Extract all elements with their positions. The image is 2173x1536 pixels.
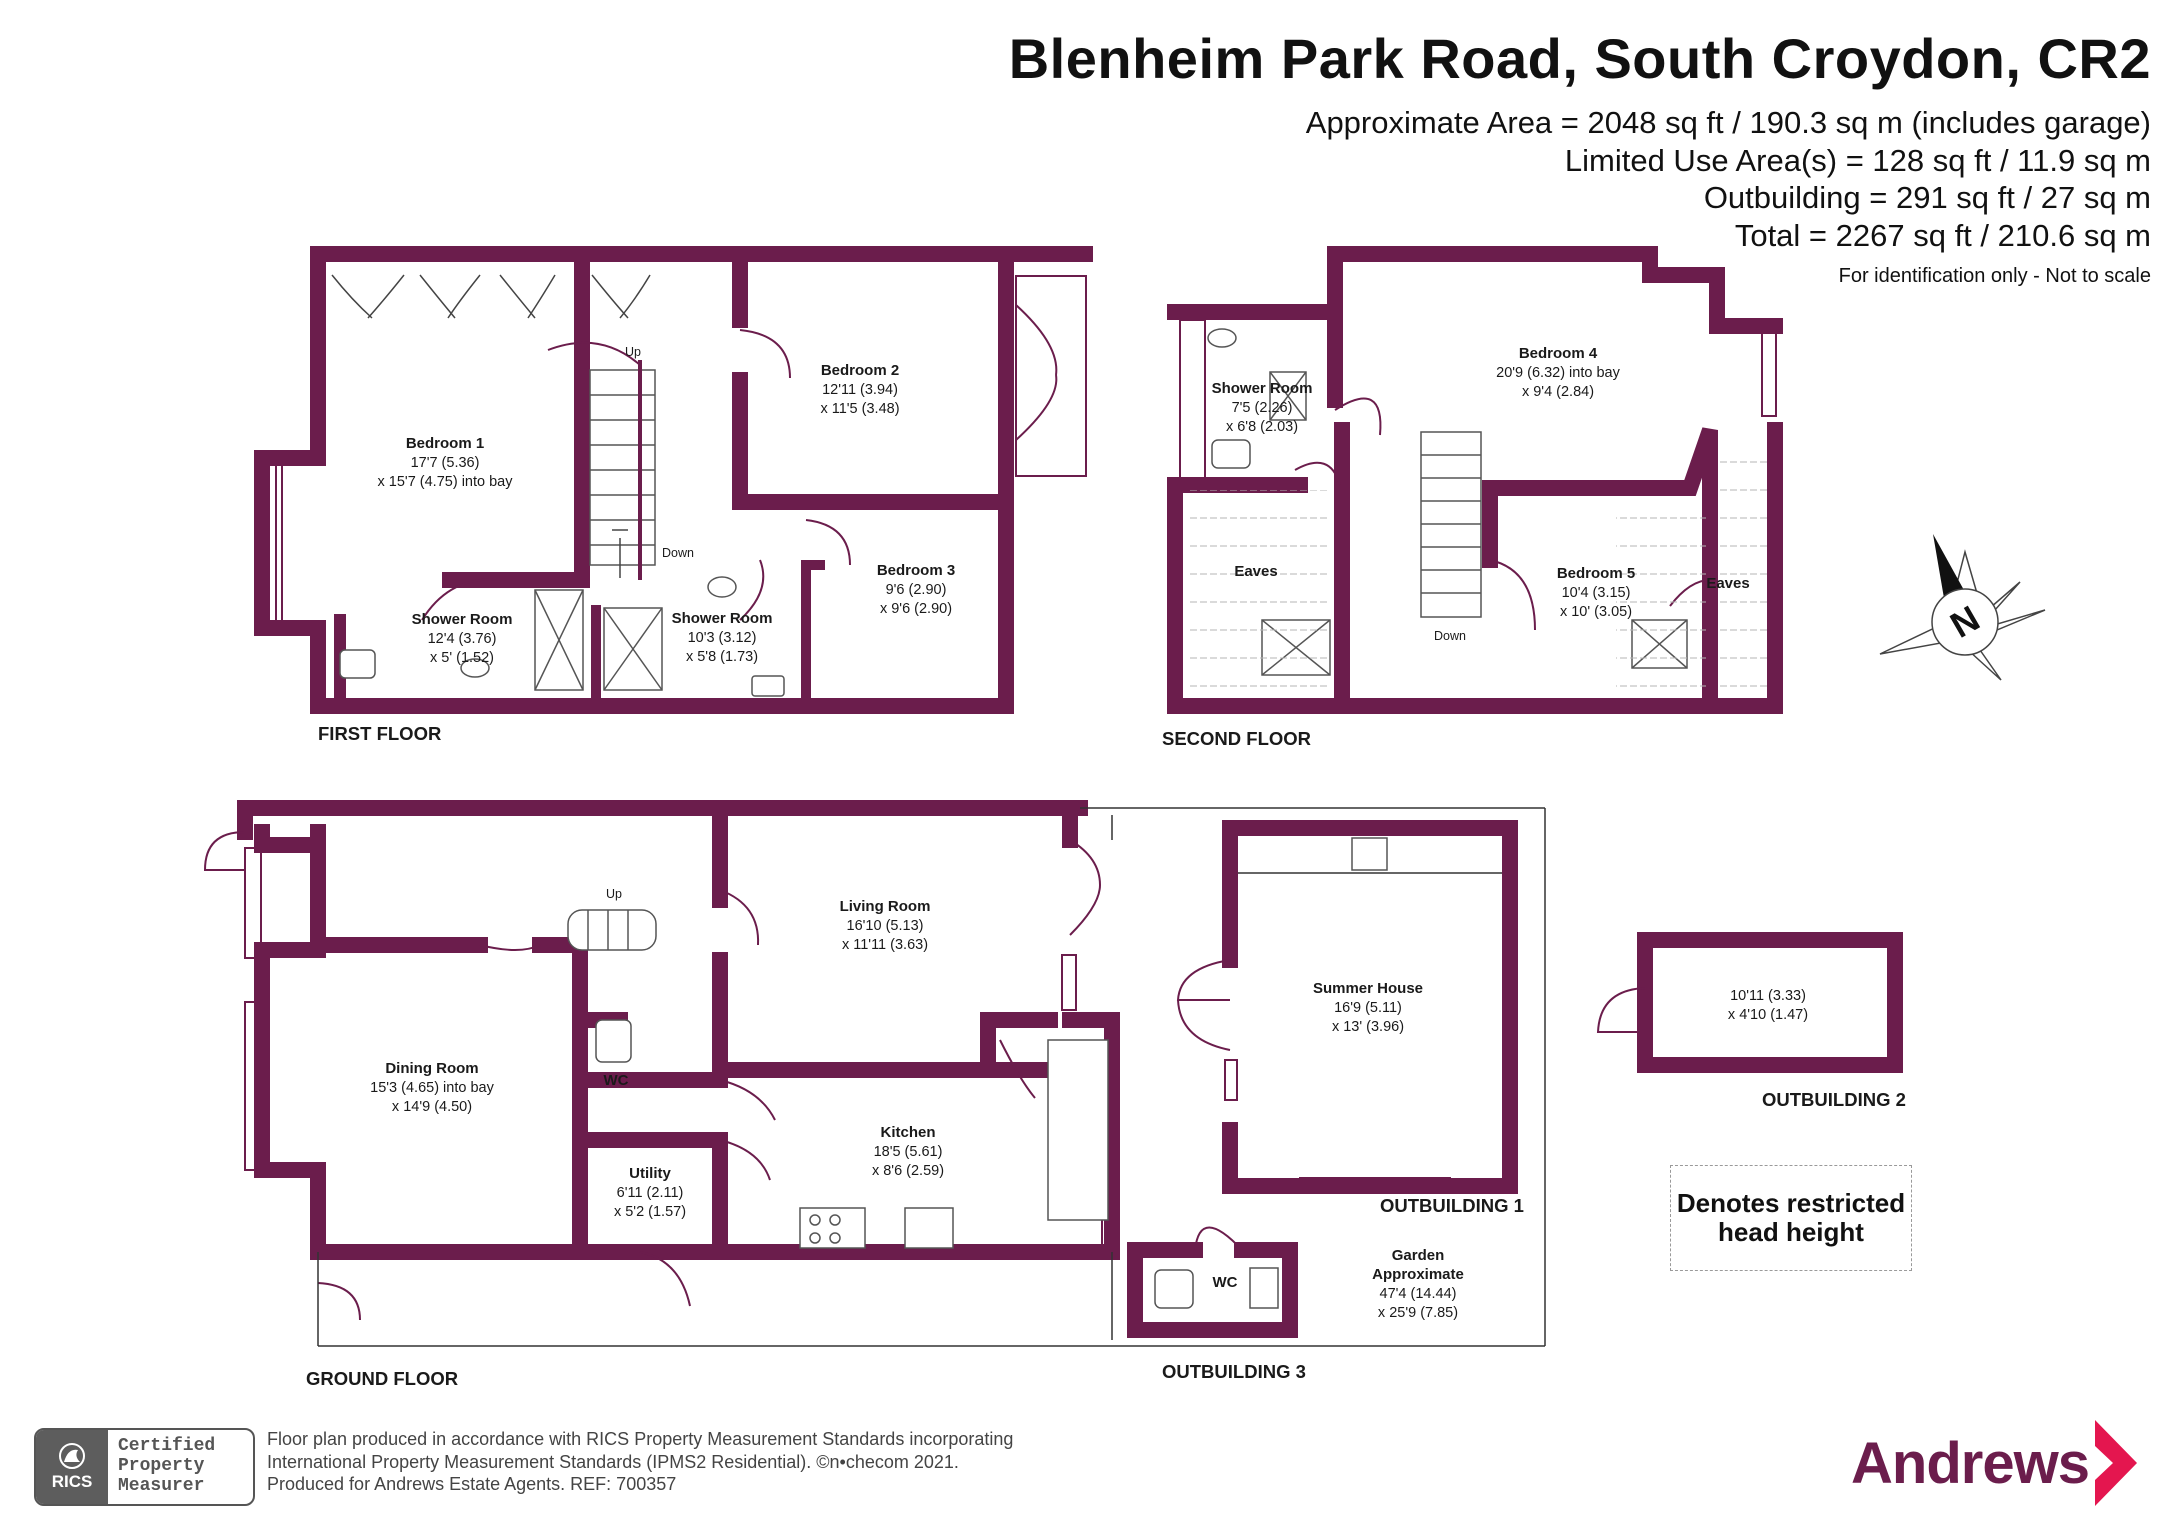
legend-restricted-height: Denotes restricted head height (1670, 1165, 1912, 1271)
first-floor (254, 246, 1093, 714)
second-bedroom4-name: Bedroom 4 (1519, 345, 1598, 362)
garden-name2: Approximate (1372, 1266, 1464, 1283)
second-eaves-right: Eaves (1706, 575, 1749, 592)
second-shower-dim1: 7'5 (2.26) (1232, 400, 1293, 416)
outbuilding3-label: OUTBUILDING 3 (1162, 1361, 1306, 1382)
outbuilding2-label: OUTBUILDING 2 (1762, 1089, 1906, 1110)
second-floor-label: SECOND FLOOR (1162, 728, 1311, 749)
first-stairs-down: Down (662, 546, 694, 560)
ground-kitchen-name: Kitchen (880, 1124, 935, 1141)
second-stairs-down: Down (1434, 629, 1466, 643)
second-eaves-left: Eaves (1234, 563, 1277, 580)
rics-logo-icon: RICS (36, 1430, 108, 1504)
second-bedroom4-dim2: x 9'4 (2.84) (1522, 384, 1594, 400)
rics-badge: RICS Certified Property Measurer (34, 1428, 255, 1506)
logo-text: Andrews (1851, 1430, 2090, 1496)
second-bedroom4-dim1: 20'9 (6.32) into bay (1496, 365, 1620, 381)
ground-stairs-up: Up (606, 887, 622, 901)
outbuilding1-label: OUTBUILDING 1 (1380, 1195, 1524, 1216)
garden-dim1: 47'4 (14.44) (1380, 1286, 1457, 1302)
first-bedroom1-dim1: 17'7 (5.36) (411, 455, 480, 471)
summer-house-dim2: x 13' (3.96) (1332, 1019, 1404, 1035)
first-shower2-dim2: x 5'8 (1.73) (686, 649, 758, 665)
ground-floor-label: GROUND FLOOR (306, 1368, 458, 1389)
rics-label: RICS (51, 1472, 93, 1491)
compass-icon: N (1879, 534, 2046, 681)
first-bedroom2-dim1: 12'11 (3.94) (822, 382, 898, 398)
first-shower1-name: Shower Room (412, 611, 513, 628)
badge-line-2: Property (118, 1456, 205, 1476)
property-title: Blenheim Park Road, South Croydon, CR2 (1008, 27, 2151, 90)
footer-line-1: Floor plan produced in accordance with R… (267, 1429, 1014, 1449)
second-floor (1167, 246, 1783, 714)
ground-dining-name: Dining Room (385, 1060, 478, 1077)
first-shower2-name: Shower Room (672, 610, 773, 627)
outbuilding3 (1127, 1242, 1298, 1338)
summer-house-name: Summer House (1313, 980, 1423, 997)
area-summary: Approximate Area = 2048 sq ft / 190.3 sq… (1306, 104, 2151, 254)
first-bedroom3-dim2: x 9'6 (2.90) (880, 601, 952, 617)
ground-living-name: Living Room (840, 898, 931, 915)
ground-living-dim1: 16'10 (5.13) (847, 918, 924, 934)
outbuilding1 (1222, 820, 1518, 1194)
outbuilding3-wc: WC (1213, 1274, 1238, 1291)
ground-utility-name: Utility (629, 1165, 671, 1182)
ground-kitchen-dim2: x 8'6 (2.59) (872, 1163, 944, 1179)
second-shower-dim2: x 6'8 (2.03) (1226, 419, 1298, 435)
area-outbuilding: Outbuilding = 291 sq ft / 27 sq m (1703, 180, 2151, 215)
lion-icon (59, 1443, 85, 1469)
area-total: Total = 2267 sq ft / 210.6 sq m (1734, 217, 2151, 253)
first-bedroom2-name: Bedroom 2 (821, 362, 899, 379)
first-bedroom1-name: Bedroom 1 (406, 435, 484, 452)
andrews-logo: Andrews (1851, 1420, 2137, 1506)
second-bedroom5-dim2: x 10' (3.05) (1560, 604, 1632, 620)
first-shower1-dim1: 12'4 (3.76) (428, 631, 497, 647)
ground-dining-dim2: x 14'9 (4.50) (392, 1099, 472, 1115)
first-bedroom3-name: Bedroom 3 (877, 562, 955, 579)
second-bedroom5-name: Bedroom 5 (1557, 565, 1635, 582)
footer-line-3: Produced for Andrews Estate Agents. REF:… (267, 1474, 677, 1494)
outbuilding2 (1637, 932, 1903, 1073)
first-bedroom3-dim1: 9'6 (2.90) (886, 582, 947, 598)
first-stairs-up: Up (625, 345, 641, 359)
second-bedroom5-dim1: 10'4 (3.15) (1562, 585, 1631, 601)
outbuilding2-dim1: 10'11 (3.33) (1730, 988, 1806, 1004)
garden-name1: Garden (1392, 1247, 1445, 1264)
ground-dining-dim1: 15'3 (4.65) into bay (370, 1080, 494, 1096)
second-shower-name: Shower Room (1212, 380, 1313, 397)
area-main: Approximate Area = 2048 sq ft / 190.3 sq… (1305, 105, 2151, 140)
logo-chevron-icon (2095, 1420, 2137, 1506)
first-bedroom1-dim2: x 15'7 (4.75) into bay (378, 474, 514, 490)
garden-dim2: x 25'9 (7.85) (1378, 1305, 1458, 1321)
footer-line-2: International Property Measurement Stand… (267, 1451, 959, 1472)
ground-wc-label: WC (604, 1072, 629, 1089)
area-limited: Limited Use Area(s) = 128 sq ft / 11.9 s… (1564, 142, 2151, 178)
first-shower2-dim1: 10'3 (3.12) (688, 630, 757, 646)
ground-utility-dim2: x 5'2 (1.57) (614, 1204, 686, 1220)
badge-text: Certified Property Measurer (108, 1430, 253, 1504)
legend-line2: head height (1718, 1217, 1864, 1247)
outbuilding2-dim2: x 4'10 (1.47) (1728, 1007, 1808, 1023)
footer-disclaimer: Floor plan produced in accordance with R… (267, 1428, 1013, 1496)
legend-line1: Denotes restricted (1676, 1188, 1906, 1218)
badge-line-1: Certified (118, 1436, 216, 1456)
first-shower1-dim2: x 5' (1.52) (430, 650, 494, 666)
ground-utility-dim1: 6'11 (2.11) (617, 1185, 684, 1201)
ground-kitchen-dim1: 18'5 (5.61) (874, 1144, 943, 1160)
ground-living-dim2: x 11'11 (3.63) (842, 937, 928, 953)
first-floor-label: FIRST FLOOR (318, 723, 441, 744)
summer-house-dim1: 16'9 (5.11) (1334, 1000, 1402, 1016)
first-bedroom2-dim2: x 11'5 (3.48) (820, 401, 899, 417)
badge-line-3: Measurer (118, 1476, 205, 1496)
scale-note: For identification only - Not to scale (1838, 265, 2151, 287)
